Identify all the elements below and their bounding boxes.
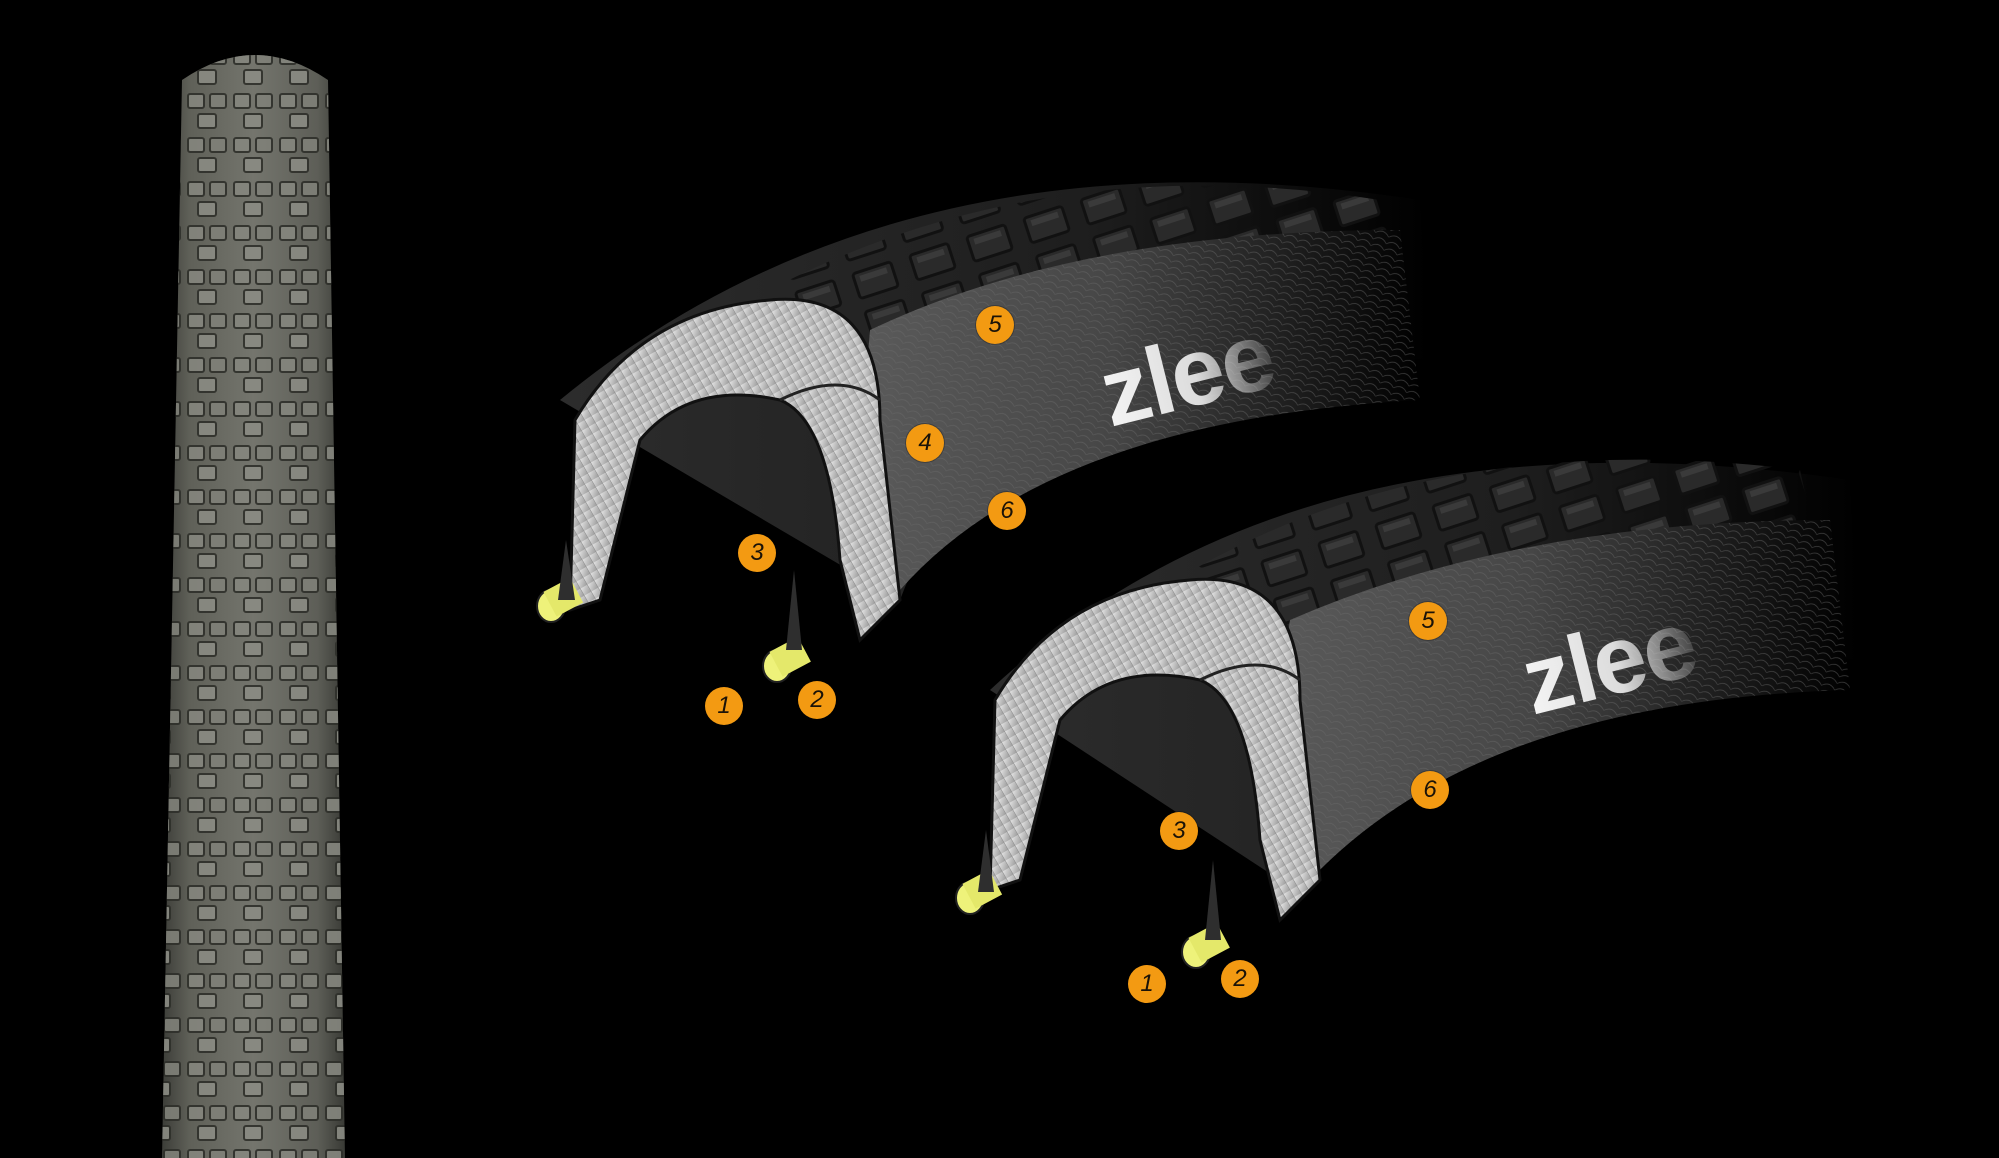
knobby-tread-view: [162, 55, 345, 1158]
callout-4-upper[interactable]: 4: [906, 424, 944, 462]
callout-6-upper[interactable]: 6: [988, 492, 1026, 530]
callout-5-lower[interactable]: 5: [1409, 602, 1447, 640]
callout-2-lower[interactable]: 2: [1221, 960, 1259, 998]
callout-6-lower[interactable]: 6: [1411, 771, 1449, 809]
callout-5-upper[interactable]: 5: [976, 306, 1014, 344]
callout-3-lower[interactable]: 3: [1160, 812, 1198, 850]
callout-3-upper[interactable]: 3: [738, 534, 776, 572]
callout-1-lower[interactable]: 1: [1128, 965, 1166, 1003]
lower-tire-cutaway: [955, 459, 1860, 969]
callout-2-upper[interactable]: 2: [798, 681, 836, 719]
callout-1-upper[interactable]: 1: [705, 687, 743, 725]
